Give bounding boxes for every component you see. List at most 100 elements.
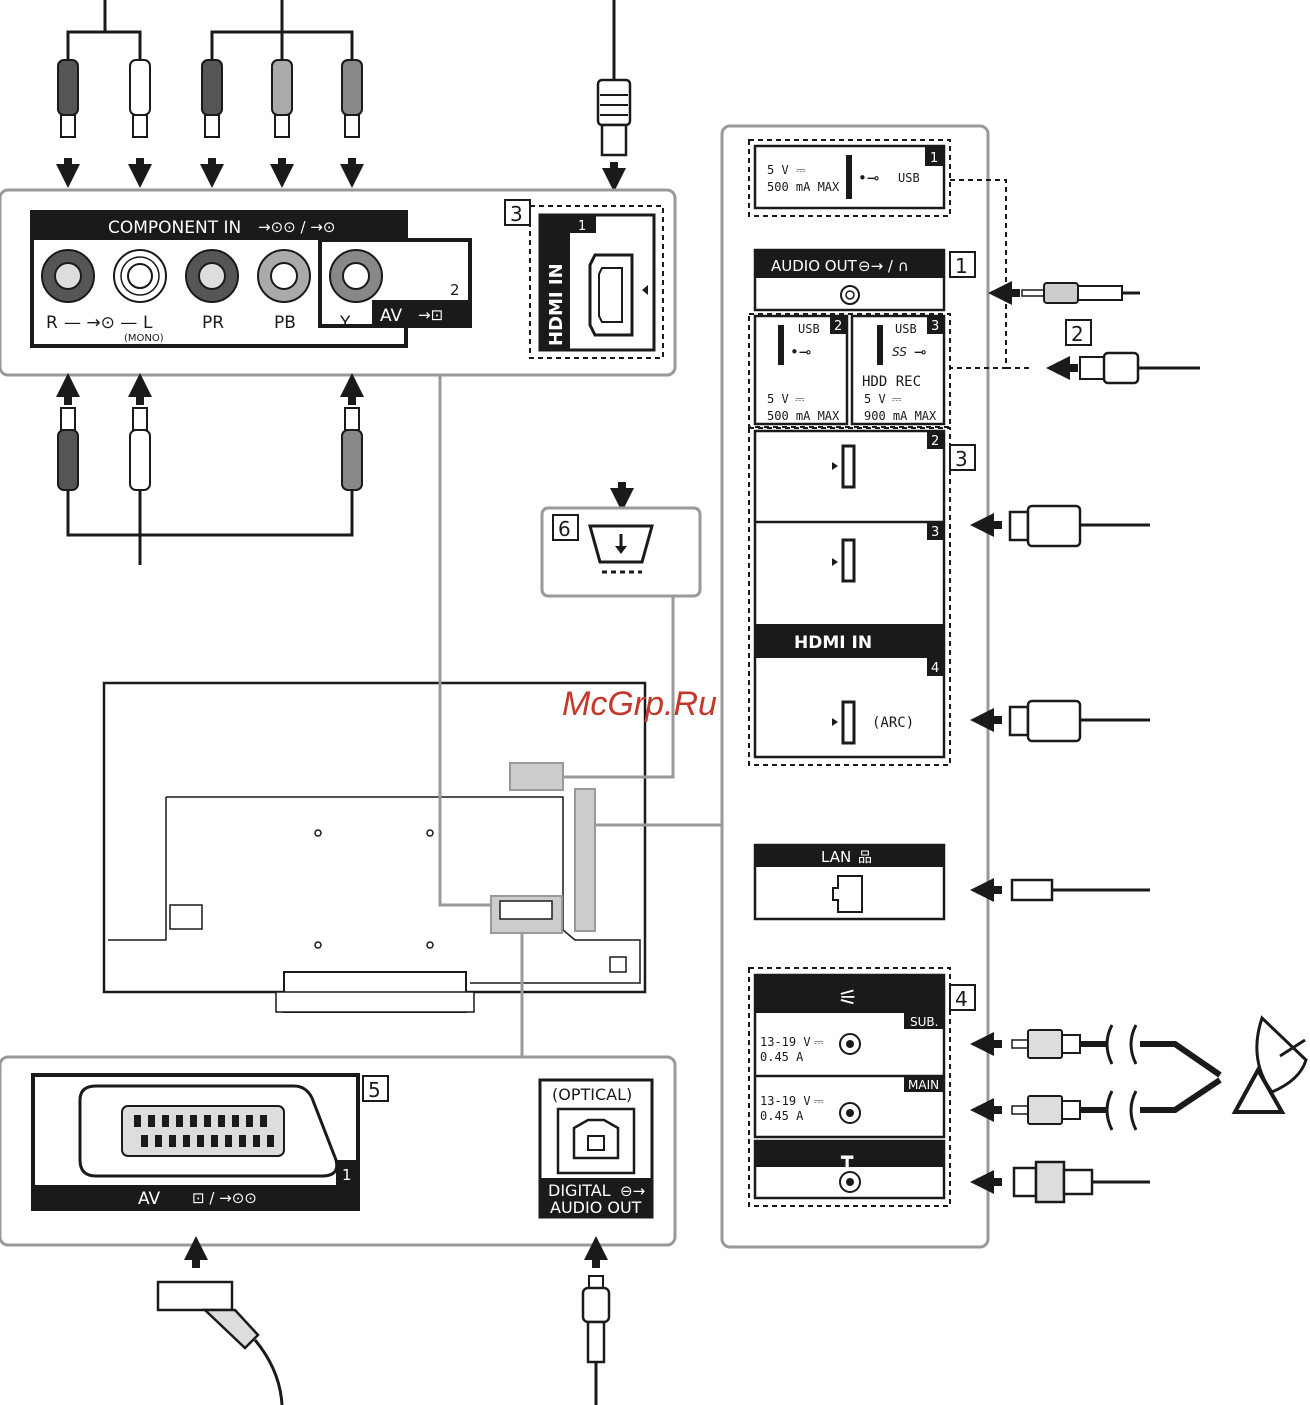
av-number: 2 — [450, 281, 460, 299]
sat-sub-jack[interactable] — [839, 1033, 861, 1055]
hdmi-in-label: HDMI IN — [794, 633, 872, 653]
usb1-number: 1 — [930, 151, 938, 166]
usb3-voltage: 5 V — [864, 392, 886, 406]
scart-pin — [183, 1135, 190, 1147]
f-plug-sub — [1011, 1029, 1222, 1078]
hdmi-cable-top — [596, 0, 632, 157]
scart-pin — [134, 1115, 141, 1127]
jack-pr[interactable] — [185, 249, 239, 303]
hdmi1-port[interactable] — [588, 253, 648, 337]
usb-icon: •⊸ — [858, 169, 879, 187]
jack-pb[interactable] — [257, 249, 311, 303]
section-4-number: 4 — [955, 987, 968, 1011]
scart-pin — [211, 1135, 218, 1147]
section-2-number: 2 — [1071, 322, 1084, 346]
hdmi4-port[interactable] — [832, 700, 856, 745]
usb-dashed-connector — [950, 179, 1030, 369]
arrows-up-bottom — [184, 1236, 608, 1268]
dc-icon: ⎓ — [814, 1035, 824, 1049]
audio-out-jack[interactable] — [840, 285, 860, 305]
jack-l[interactable] — [113, 249, 167, 303]
usb3-icon: ⊸ — [914, 343, 927, 361]
usb3-number: 3 — [931, 319, 939, 334]
hdmi234-block: HDMI IN 2 3 4 (ARC) — [748, 427, 951, 766]
sat-main-voltage: 13-19 V — [760, 1094, 811, 1108]
scart-pin — [148, 1115, 155, 1127]
hdmi1-number: 1 — [578, 219, 586, 234]
scart-port[interactable] — [78, 1084, 339, 1178]
scart-io-icon: ⊡ / →⊙⊙ — [192, 1189, 257, 1207]
dc-icon: ⎓ — [796, 163, 806, 177]
watermark: McGrp.Ru — [562, 685, 717, 723]
jack-r[interactable] — [41, 249, 95, 303]
hdmi4-number: 4 — [931, 661, 939, 676]
section-6-number: 6 — [558, 517, 571, 541]
hdmi2-number: 2 — [931, 434, 939, 449]
sat-main-jack[interactable] — [839, 1102, 861, 1124]
scart-pin — [197, 1135, 204, 1147]
lan-block: LAN 品 — [753, 843, 946, 921]
hdmi2-port[interactable] — [832, 444, 856, 489]
f-plug-main — [1011, 1077, 1222, 1125]
usb1-label: USB — [898, 171, 920, 185]
antenna-icon: ┳ — [840, 1145, 854, 1170]
section-1-number: 1 — [955, 254, 968, 278]
component-in-label: COMPONENT IN — [108, 218, 241, 238]
usb3-port[interactable] — [877, 325, 883, 365]
usb1-port[interactable] — [846, 155, 852, 199]
scart-pin — [155, 1135, 162, 1147]
scart-pin — [267, 1135, 274, 1147]
usb2-number: 2 — [834, 319, 842, 334]
hdmi-plug-lower — [1008, 699, 1150, 743]
arrows-up-left — [56, 373, 364, 405]
rca-plugs-bottom — [57, 407, 363, 491]
scart-pin — [246, 1115, 253, 1127]
av-label: AV — [380, 306, 403, 326]
hdmi4-arc: (ARC) — [872, 715, 914, 731]
audio-out-block: AUDIO OUT ⊖→ / ∩ 1 — [753, 248, 976, 312]
antenna-jack[interactable] — [839, 1171, 861, 1193]
scart-pin — [218, 1115, 225, 1127]
dc-icon: ⎓ — [795, 392, 805, 406]
rca-cables-top — [66, 0, 354, 60]
section-3-number-left: 3 — [510, 202, 523, 226]
scart-plug — [156, 1280, 284, 1405]
hdmi-plug-upper — [1008, 504, 1150, 548]
usb23-block: 2 USB •⊸ 5 V ⎓ 500 mA MAX 3 USB SS ⊸ HDD… — [748, 313, 951, 428]
digital-label: DIGITAL — [548, 1181, 611, 1200]
av-input-icon: →⊡ — [418, 306, 443, 324]
section-5-number: 5 — [368, 1078, 381, 1102]
audio-out-label: AUDIO OUT — [771, 257, 858, 275]
usb1-current: 500 mA MAX — [767, 180, 840, 194]
usb2-voltage: 5 V — [767, 392, 789, 406]
scart-pin — [225, 1135, 232, 1147]
arrows-top-down — [56, 158, 626, 192]
dc-icon: ⎓ — [892, 392, 902, 406]
headphone-plug — [1021, 282, 1140, 304]
label-r: R — [46, 313, 58, 333]
section-3-number-right: 3 — [955, 447, 968, 471]
sat-block: ⚟ SUB. 13-19 V ⎓ 0.45 A MAIN 13-19 V ⎓ 0… — [748, 967, 951, 1207]
optical-port[interactable] — [556, 1107, 636, 1175]
usb3-label: USB — [895, 322, 917, 336]
label-pb: PB — [274, 313, 296, 333]
usb3-ss-logo: SS — [892, 345, 907, 359]
usb2-icon: •⊸ — [790, 343, 811, 361]
ir-receiver-icon — [588, 524, 654, 574]
usb2-port[interactable] — [778, 325, 784, 365]
optical-plug — [581, 1275, 611, 1405]
lan-port[interactable] — [832, 875, 863, 913]
arrows-left — [970, 281, 1078, 1194]
scart-pin — [190, 1115, 197, 1127]
jack-y[interactable] — [329, 249, 383, 303]
sat-main-current: 0.45 A — [760, 1109, 804, 1123]
scart-pin — [260, 1115, 267, 1127]
label-pr: PR — [202, 313, 224, 333]
usb3-rec: HDD REC — [862, 374, 921, 390]
hdmi3-port[interactable] — [832, 538, 856, 583]
optical-block: (OPTICAL) DIGITAL ⊖→ AUDIO OUT — [538, 1078, 654, 1219]
scart-label: AV — [138, 1189, 161, 1209]
hdmi1-side-text: HDMI IN — [546, 263, 567, 346]
dc-icon: ⎓ — [814, 1094, 824, 1108]
